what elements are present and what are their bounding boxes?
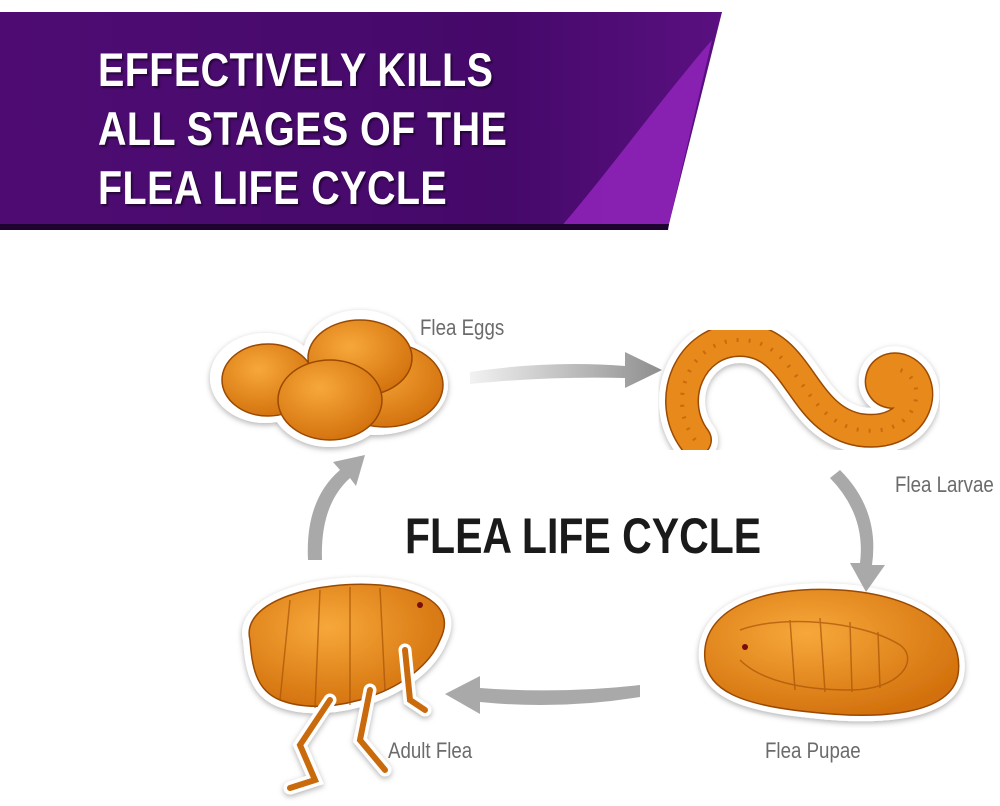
adult-flea-icon [242,577,452,795]
diagram-title: FLEA LIFE CYCLE [405,508,762,564]
flea-larva-icon [659,316,940,463]
arrow-adult-to-eggs [307,455,365,560]
flea-eggs-icon [210,310,448,447]
stage-label-eggs: Flea Eggs [420,315,505,340]
headline-banner [0,12,722,230]
stage-label-pupae: Flea Pupae [765,738,861,763]
arrow-larvae-to-pupae [830,470,885,592]
headline-line: EFFECTIVELY KILLS [98,43,494,96]
headline: EFFECTIVELY KILLS ALL STAGES OF THE FLEA… [98,40,507,217]
flea-pupa-icon [698,583,965,722]
stage-label-larvae: Flea Larvae [895,472,994,497]
arrow-pupae-to-adult [445,676,640,714]
arrow-eggs-to-larvae [470,352,662,388]
life-cycle-diagram [210,310,965,795]
headline-line: ALL STAGES OF THE [98,102,508,155]
stage-label-adult: Adult Flea [388,738,473,763]
headline-line: FLEA LIFE CYCLE [98,161,448,214]
